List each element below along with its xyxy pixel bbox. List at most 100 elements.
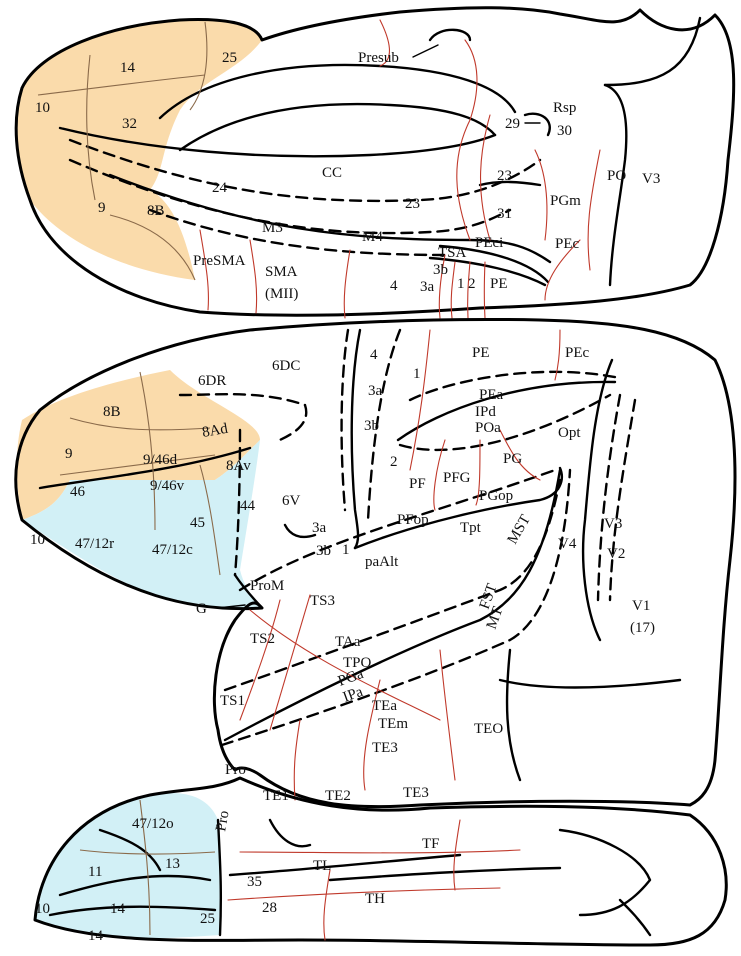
label-te3-b: TE3 [403,785,429,801]
label-v2: V2 [607,546,625,562]
label-2-lateral: 2 [390,454,398,470]
label-tl: TL [313,858,331,874]
label-25-medial: 25 [222,50,237,66]
label-8b-medial: 8B [147,203,165,219]
label-te3-a: TE3 [372,740,398,756]
label-v1: V1 [632,598,650,614]
label-11: 11 [88,864,102,880]
label-4-medial: 4 [390,278,398,294]
label-pe-lateral: PE [472,345,490,361]
label-mst: MST [505,512,534,547]
label-ts3: TS3 [310,593,335,609]
label-10-lateral: 10 [30,532,45,548]
label-14-orbital-b: 14 [88,928,104,944]
label-tpt: Tpt [460,520,482,536]
label-pec-lateral: PEc [565,345,590,361]
label-teo: TEO [474,721,503,737]
label-24: 24 [212,180,228,196]
orbital-region [35,793,221,938]
label-3a-low: 3a [312,520,327,536]
label-9-lateral: 9 [65,446,73,462]
label-pf: PF [409,476,426,492]
label-paalt: paAlt [365,554,399,570]
label-32: 32 [122,116,137,132]
label-14-medial: 14 [120,60,136,76]
label-cc: CC [322,165,342,181]
label-pfg: PFG [443,470,471,486]
label-opt: Opt [558,425,581,441]
label-31: 31 [497,206,512,222]
label-pec-medial: PEc [555,236,580,252]
label-30: 30 [557,123,572,139]
label-46: 46 [70,484,86,500]
label-te1: TE1 [263,788,289,804]
label-ipd: IPd [475,404,496,420]
label-946d: 9/46d [143,452,178,468]
label-th: TH [365,891,385,907]
label-4-lateral: 4 [370,347,378,363]
label-v3-lateral: V3 [604,516,622,532]
label-1-medial: 1 [457,276,465,292]
label-4712r: 47/12r [75,536,114,552]
label-tsa: TSA [438,245,467,261]
label-3b-low: 3b [316,543,331,559]
label-2-medial: 2 [468,276,476,292]
label-pro-b: Pro [213,809,232,832]
leader-lines [218,45,540,608]
label-presma: PreSMA [193,253,246,269]
label-3b-medial: 3b [433,262,448,278]
label-3a-lateral: 3a [368,383,383,399]
label-poa: POa [475,420,501,436]
label-tem: TEm [378,716,408,732]
label-6v: 6V [282,493,301,509]
label-v1-number: (17) [630,620,655,636]
label-pgm: PGm [550,193,581,209]
label-peci: PEci [475,235,503,251]
label-8b-lateral: 8B [103,404,121,420]
label-ts2: TS2 [250,631,275,647]
label-pea: PEa [479,387,504,403]
label-pe-medial: PE [490,276,508,292]
label-4712o: 47/12o [132,816,174,832]
label-6dr: 6DR [198,373,226,389]
label-44: 44 [240,498,256,514]
label-m3: M3 [262,220,283,236]
label-prom: ProM [250,578,284,594]
label-6dc: 6DC [272,358,300,374]
label-14-orbital: 14 [110,901,126,917]
label-3b-lateral: 3b [364,418,379,434]
label-10-medial: 10 [35,100,50,116]
label-v3-medial: V3 [642,171,660,187]
label-sma: SMA [265,264,298,280]
label-3a-medial: 3a [420,279,435,295]
label-tf: TF [422,836,440,852]
label-m4: M4 [362,229,383,245]
label-mii: (MII) [265,286,298,302]
label-g: G [196,601,207,617]
label-te2: TE2 [325,788,351,804]
label-25-orbital: 25 [200,911,215,927]
label-35: 35 [247,874,262,890]
label-28: 28 [262,900,277,916]
label-pro-a: Pro [225,762,246,778]
label-29: 29 [505,116,520,132]
label-8av: 8Av [226,458,251,474]
label-45: 45 [190,515,205,531]
label-10-orbital: 10 [35,901,50,917]
label-9-medial: 9 [98,200,106,216]
label-pgop: PGop [479,488,513,504]
label-v4: V4 [558,536,577,552]
label-1-lateral: 1 [413,366,421,382]
label-pfop: PFop [397,512,429,528]
label-presub: Presub [358,50,399,66]
label-946v: 9/46v [150,478,185,494]
label-13: 13 [165,856,180,872]
label-ts1: TS1 [220,693,245,709]
label-4712c: 47/12c [152,542,193,558]
label-23a: 23 [497,168,512,184]
label-taa: TAa [335,634,361,650]
label-pg: PG [503,451,522,467]
label-tea: TEa [372,698,397,714]
